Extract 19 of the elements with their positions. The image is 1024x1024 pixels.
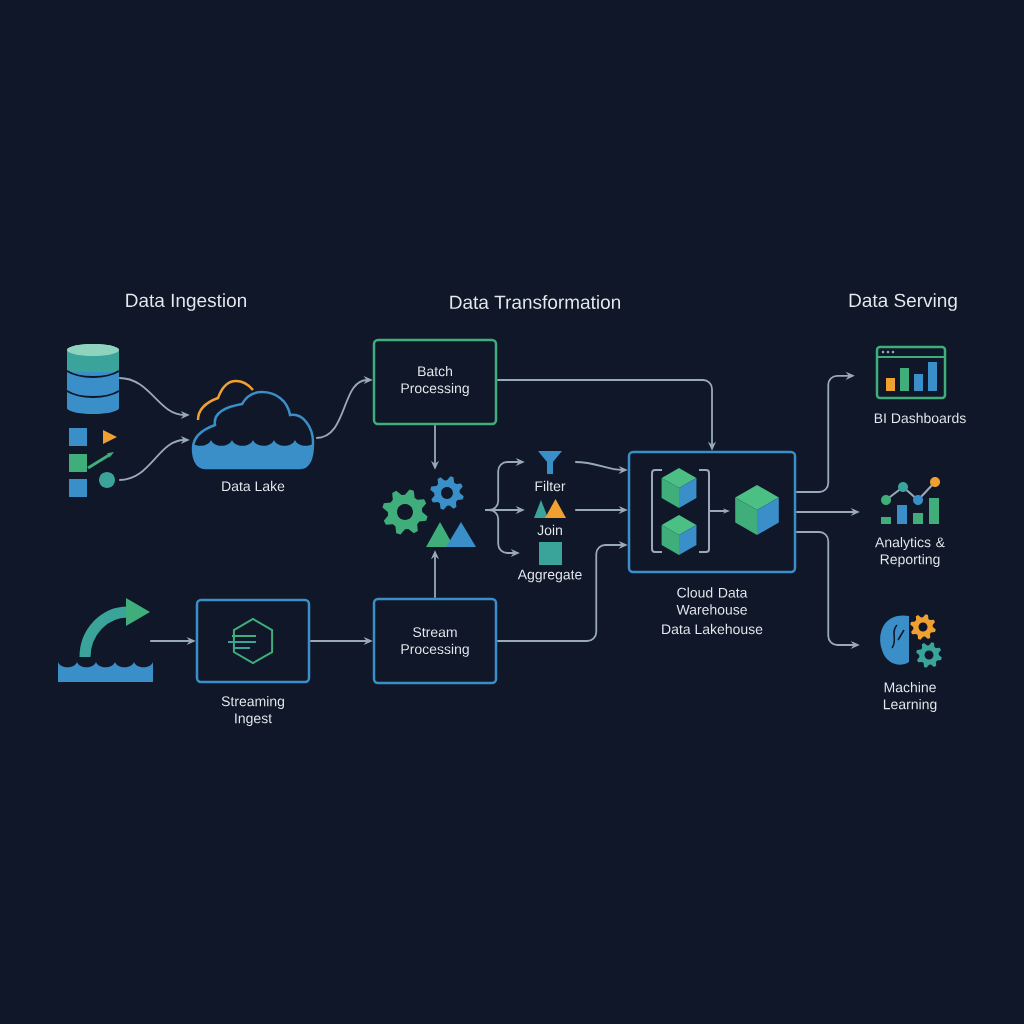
section-heading: Data Ingestion — [126, 293, 246, 311]
node-label: Join — [537, 524, 562, 536]
node-label: BI Dashboards — [874, 412, 966, 424]
gears-icon — [382, 476, 476, 547]
node-label: Filter — [535, 480, 566, 492]
node-label: Cloud Data Warehouse — [676, 587, 748, 615]
database-icon — [66, 344, 120, 414]
node-label: Analytics & Reporting — [875, 537, 945, 568]
node-label: Streaming Ingest — [221, 696, 284, 727]
node-label: Aggregate — [517, 569, 582, 583]
wave-icon — [58, 598, 153, 682]
node-label: Machine Learning — [883, 682, 937, 713]
node-label: Batch Processing — [401, 365, 469, 396]
node-label: Data Lakehouse — [662, 623, 763, 635]
node-label: Stream Processing — [401, 627, 469, 657]
shapes-icon — [69, 428, 117, 497]
node-label: Data Lake — [222, 480, 285, 492]
section-heading: Data Serving — [849, 293, 957, 311]
section-heading: Data Transformation — [450, 295, 620, 309]
